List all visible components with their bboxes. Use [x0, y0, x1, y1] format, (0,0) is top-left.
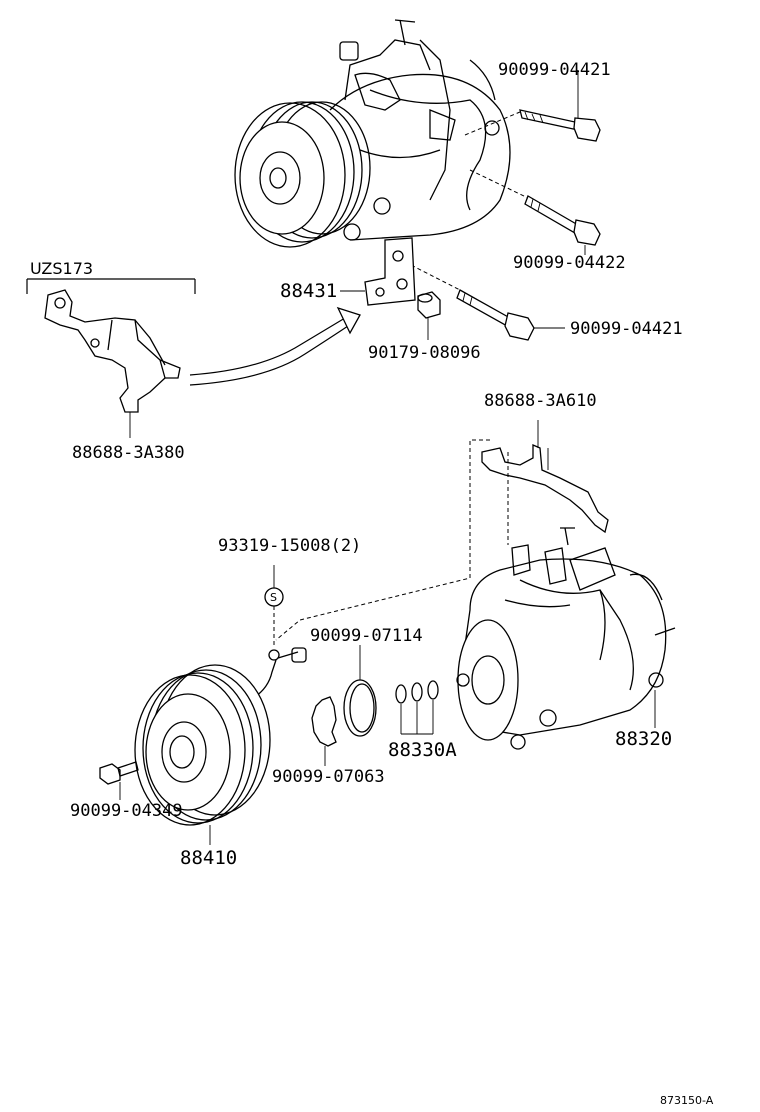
label-bolt-mid: 90099-04422 [513, 253, 626, 273]
reference-number: 873150-A [660, 1094, 714, 1107]
o-ring-set-88330a-icon [395, 680, 439, 704]
svg-text:S: S [270, 591, 277, 604]
label-clutch-bolt: 90099-04349 [70, 801, 183, 821]
label-compressor: 88320 [615, 728, 672, 750]
label-bracket-plate: 88431 [280, 280, 337, 302]
bracket-88688-3a610-icon [481, 420, 609, 534]
label-bolt-top: 90099-04421 [498, 60, 611, 80]
bracket-88688-3a380-icon [44, 289, 181, 413]
clutch-bolt-90099-04349-icon [99, 761, 139, 785]
label-model-tag: UZS173 [30, 259, 93, 278]
bolt-90099-04421-low-icon [456, 289, 535, 341]
shim-90099-07063-icon [311, 696, 337, 747]
label-clutch: 88410 [180, 847, 237, 869]
label-bracket-right: 88688-3A610 [484, 391, 597, 411]
label-wire-clip: 93319-15008(2) [218, 536, 361, 556]
wire-harness-icon [249, 647, 307, 701]
top-compressor-assembly [234, 19, 511, 248]
stud-nut-90179-08096-icon [417, 291, 441, 319]
callout-labels: 90099-04421 90099-04422 90099-04421 8843… [30, 60, 714, 1107]
compressor-88320-icon [456, 527, 676, 750]
label-shim: 90099-07063 [272, 767, 385, 787]
label-oring-set: 88330A [388, 739, 457, 761]
label-snap-ring: 90099-07114 [310, 626, 423, 646]
bolt-90099-04422-icon [524, 195, 601, 246]
bolt-90099-04421-top-icon [519, 109, 601, 142]
label-bolt-low: 90099-04421 [570, 319, 683, 339]
mount-arrow-icon [189, 306, 361, 386]
label-bracket-left: 88688-3A380 [72, 443, 185, 463]
bracket-plate-88431-icon [364, 237, 416, 306]
label-stud-nut: 90179-08096 [368, 343, 481, 363]
clutch-88410-icon [134, 664, 271, 826]
model-bracket-line [26, 278, 196, 294]
wire-clip-93319-15008-icon: S [264, 587, 284, 607]
snap-ring-90099-07114-icon [343, 679, 377, 737]
